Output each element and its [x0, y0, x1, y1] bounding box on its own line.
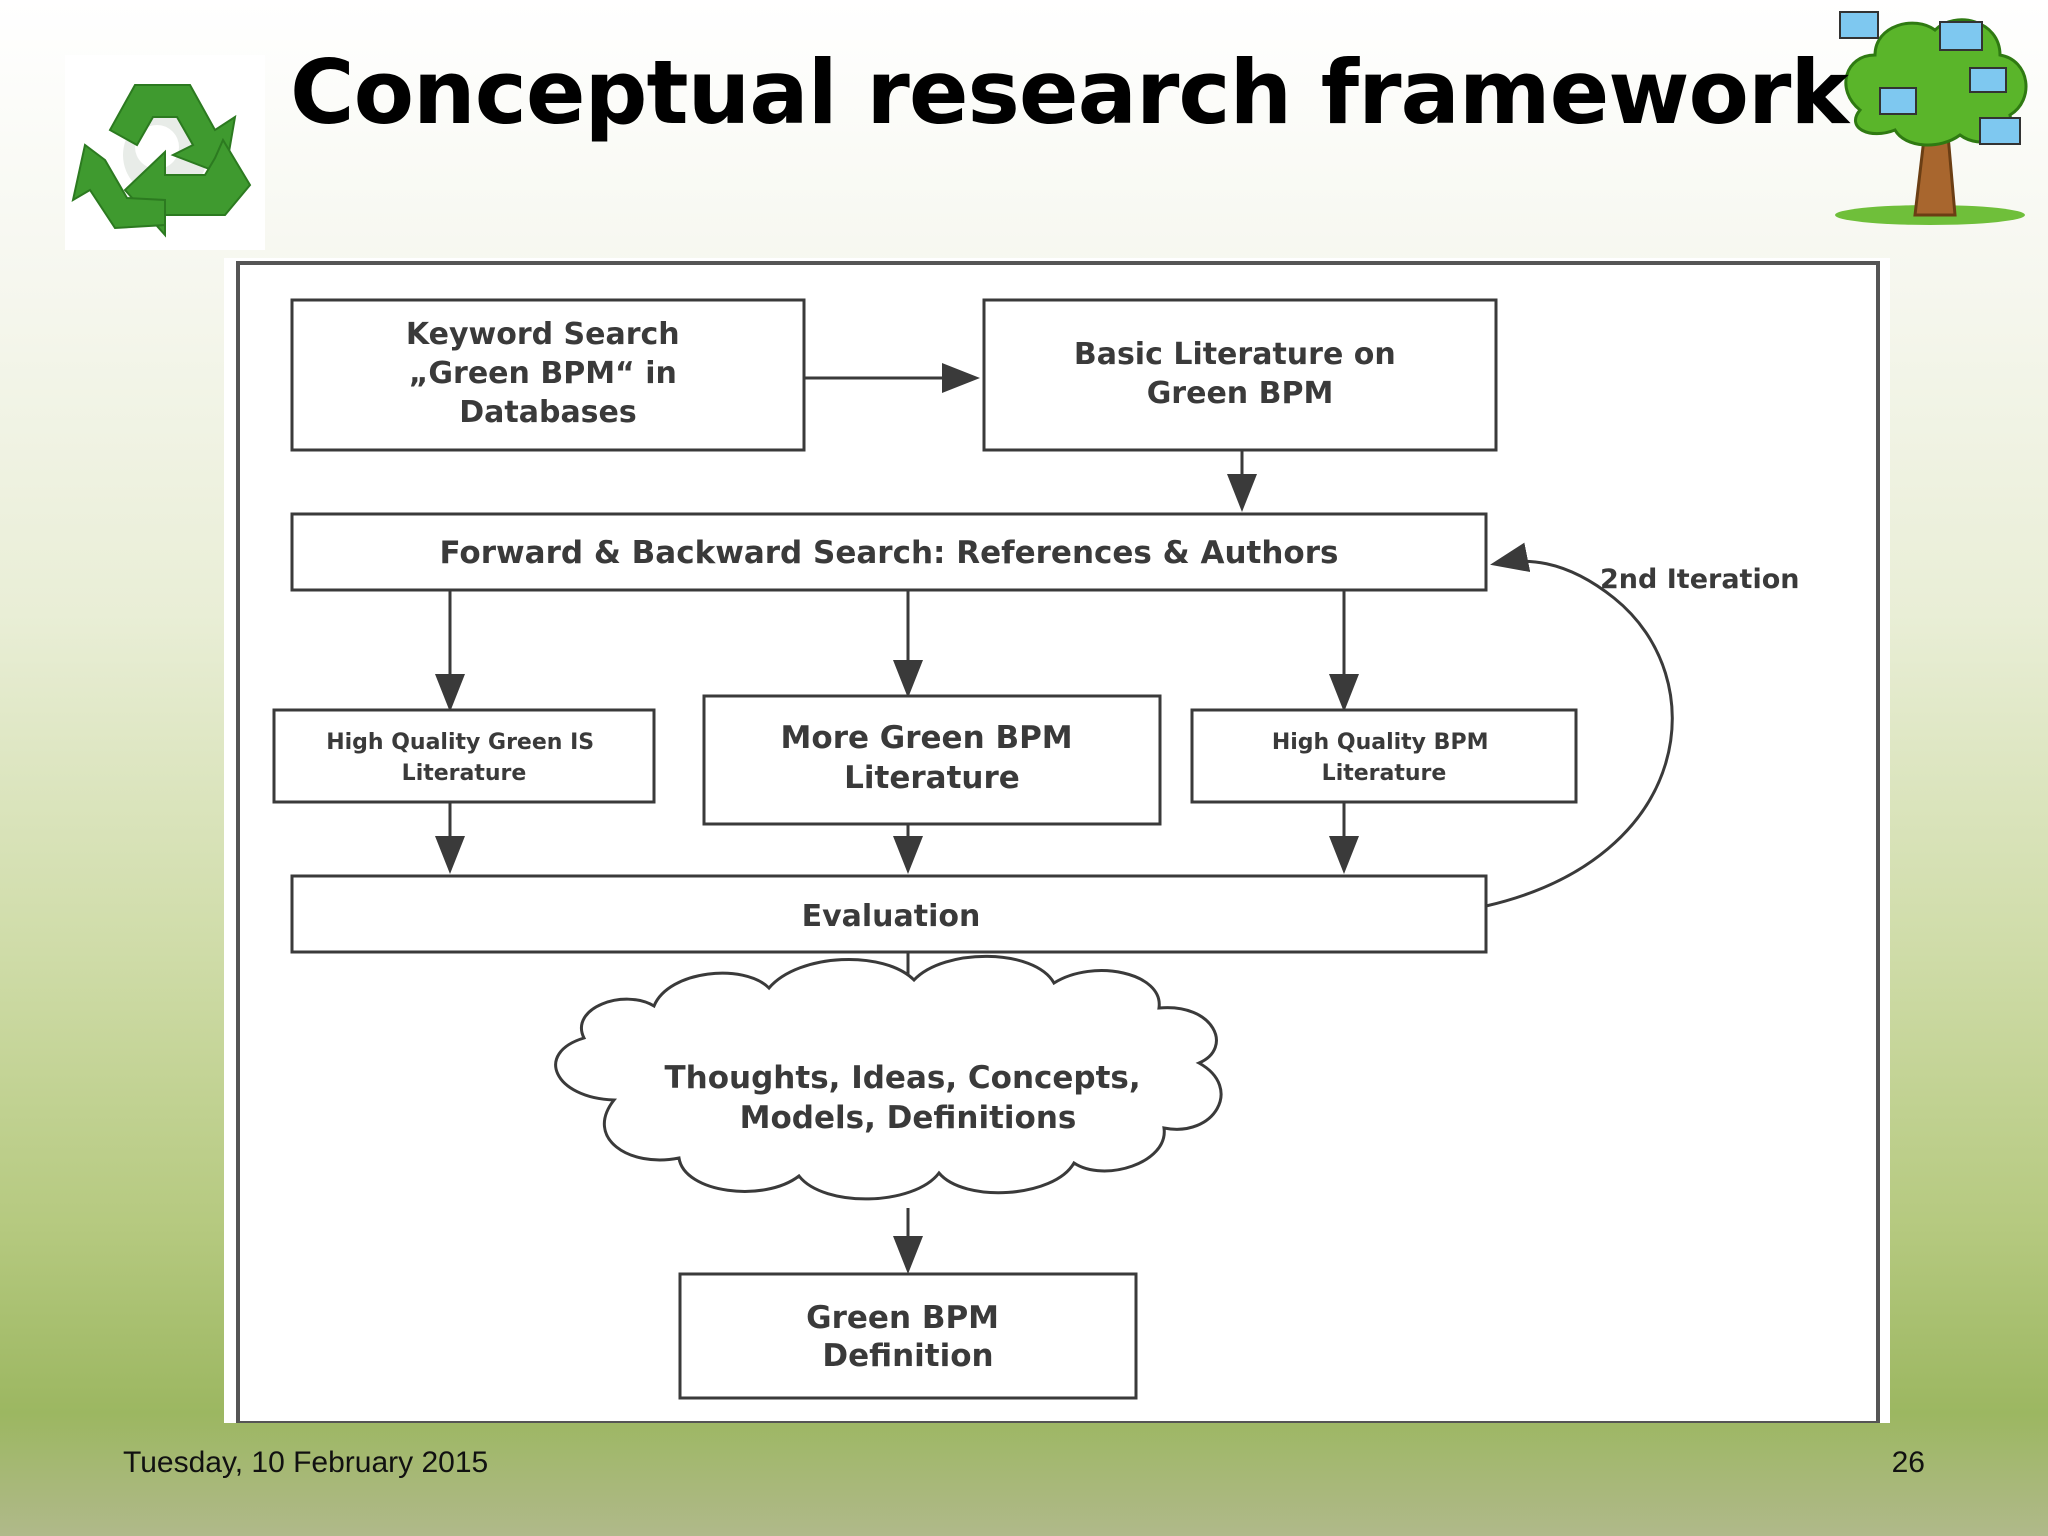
- node-evaluation: [290, 874, 1488, 954]
- slide-date: Tuesday, 10 February 2015: [123, 1446, 489, 1479]
- node-green-bpm-definition: [678, 1272, 1138, 1400]
- framework-diagram: Keyword Search „Green BPM“ in Databases …: [224, 258, 1890, 1423]
- keyword-search-text: Keyword Search „Green BPM“ in Databases: [406, 317, 690, 430]
- evaluation-text: Evaluation: [802, 899, 981, 934]
- forward-backward-text: Forward & Backward Search: References & …: [440, 535, 1339, 571]
- basic-literature-text: Basic Literature on Green BPM: [1074, 337, 1406, 411]
- slide-title: Conceptual research framework: [290, 41, 1849, 144]
- node-keyword-search: [290, 298, 806, 452]
- node-hq-bpm-literature: [1190, 708, 1578, 804]
- node-thoughts-cloud: [554, 954, 1223, 1201]
- more-green-bpm-text: More Green BPM Literature: [781, 720, 1084, 796]
- node-basic-literature: [982, 298, 1498, 452]
- node-forward-backward-search: [290, 512, 1488, 592]
- computer-tree-logo: [1820, 0, 2048, 228]
- connectors: [435, 363, 1674, 1274]
- hq-green-is-text: High Quality Green IS Literature: [326, 730, 602, 786]
- computer-tree-icon: [1835, 11, 2028, 225]
- green-bpm-definition-text: Green BPM Definition: [806, 1300, 1010, 1374]
- hq-bpm-text: High Quality BPM Literature: [1272, 730, 1496, 786]
- iteration-label: 2nd Iteration: [1600, 564, 1799, 595]
- node-hq-green-is-literature: [272, 708, 656, 804]
- node-more-green-bpm-literature: [702, 694, 1162, 826]
- recycle-icon: [71, 84, 252, 238]
- thoughts-text: Thoughts, Ideas, Concepts, Models, Defin…: [665, 1060, 1152, 1136]
- slide-page-number: 26: [1891, 1446, 1925, 1479]
- diagram-frame: [236, 261, 1880, 1423]
- arrow-iteration-loop: [1485, 542, 1674, 908]
- recycle-logo: [65, 55, 265, 250]
